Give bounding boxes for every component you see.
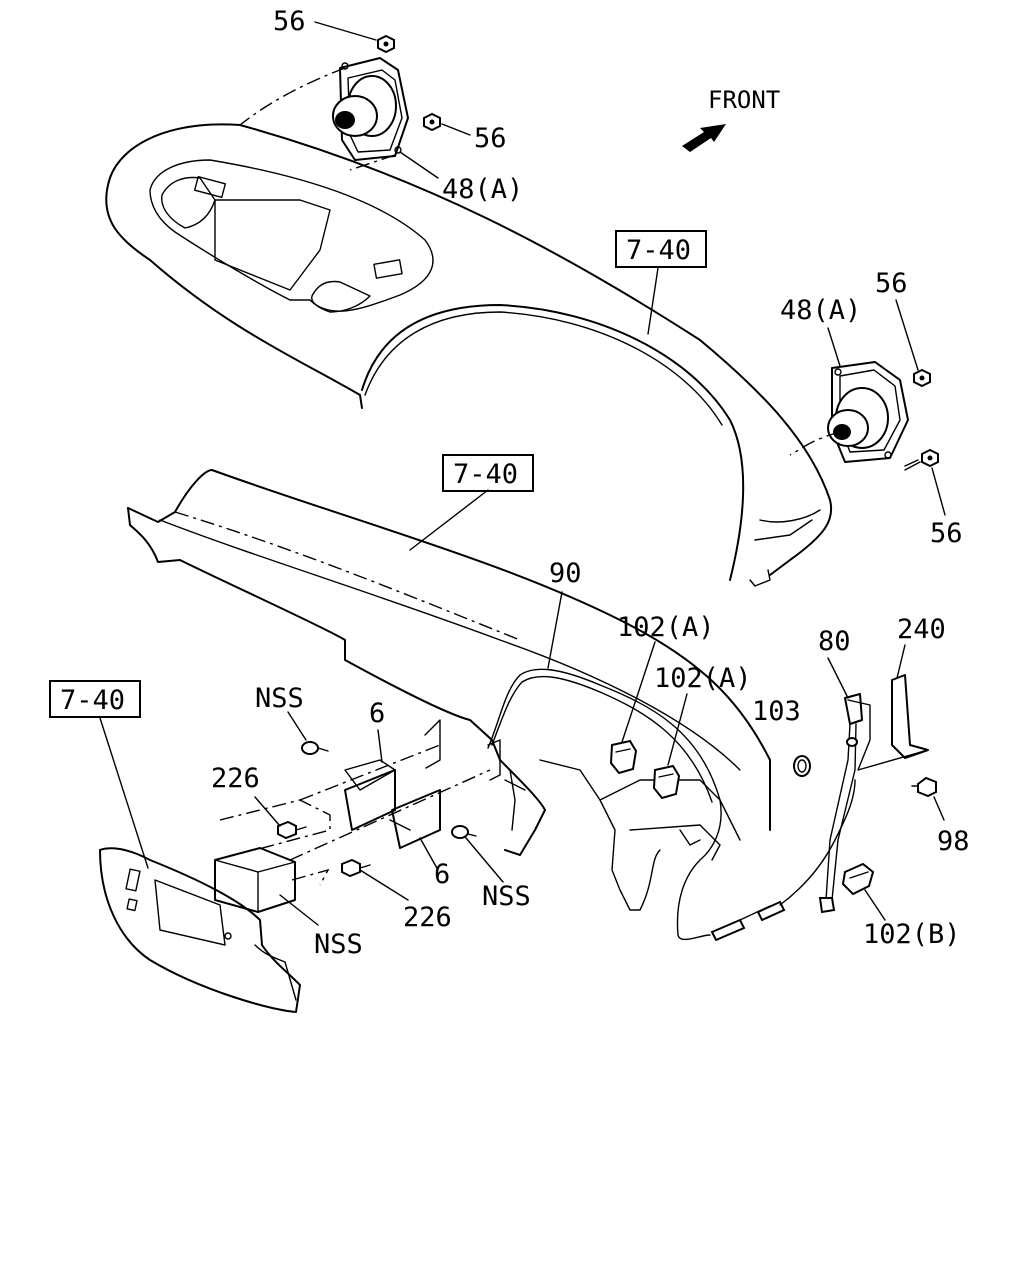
part-label-6: 6	[369, 698, 385, 729]
part-label-102a: 102(A)	[617, 612, 715, 643]
ref-box-2: 7-40	[442, 454, 534, 492]
front-label: FRONT	[708, 86, 780, 114]
part-label-102b: 102(B)	[863, 919, 961, 950]
part-label-102a: 102(A)	[654, 663, 752, 694]
ref-label: 7-40	[453, 459, 518, 490]
front-arrow: FRONT	[682, 86, 780, 152]
speaker-48a-right	[827, 361, 909, 463]
part-label-56: 56	[273, 6, 306, 37]
part-label-nss: NSS	[482, 881, 531, 912]
clip-102a-b	[652, 764, 681, 800]
leader-lines	[99, 21, 946, 926]
bolt-98	[911, 776, 937, 798]
lower-dash-panel	[127, 469, 771, 911]
ref-label: 7-40	[60, 685, 125, 716]
speaker-48a-top	[332, 57, 409, 161]
part-label-56: 56	[930, 518, 963, 549]
ref-box-1: 7-40	[615, 230, 707, 268]
ref-label: 7-40	[626, 235, 691, 266]
clip-102a-a	[609, 739, 638, 775]
part-label-6: 6	[434, 859, 450, 890]
part-label-226: 226	[403, 902, 452, 933]
bolt-226-b	[341, 858, 371, 878]
nut-56-d	[921, 448, 939, 468]
part-label-nss: NSS	[314, 929, 363, 960]
screw-nss-a	[301, 741, 329, 755]
part-label-56: 56	[474, 123, 507, 154]
part-labels: 56 56 48(A) 56 48(A) 56 90 102(A) 102(A)…	[211, 6, 970, 960]
screw-nss-b	[451, 825, 477, 839]
radio-bracket-assembly	[214, 461, 937, 942]
part-label-nss: NSS	[255, 683, 304, 714]
part-label-48a: 48(A)	[780, 295, 861, 326]
part-label-90: 90	[549, 558, 582, 589]
nut-56-a	[377, 34, 395, 54]
bolt-226-a	[277, 820, 307, 840]
nut-56-c	[913, 368, 931, 388]
glove-box-lid	[99, 847, 301, 1013]
part-label-240: 240	[897, 614, 946, 645]
clip-102b	[841, 862, 875, 896]
part-label-48a: 48(A)	[442, 174, 523, 205]
part-label-103: 103	[752, 696, 801, 727]
part-label-98: 98	[937, 826, 970, 857]
part-label-80: 80	[818, 626, 851, 657]
ref-box-3: 7-40	[49, 680, 141, 718]
part-label-56: 56	[875, 268, 908, 299]
grommet-103	[793, 755, 811, 777]
nut-56-b	[423, 112, 441, 132]
part-label-226: 226	[211, 763, 260, 794]
upper-dash-panel	[105, 123, 833, 587]
